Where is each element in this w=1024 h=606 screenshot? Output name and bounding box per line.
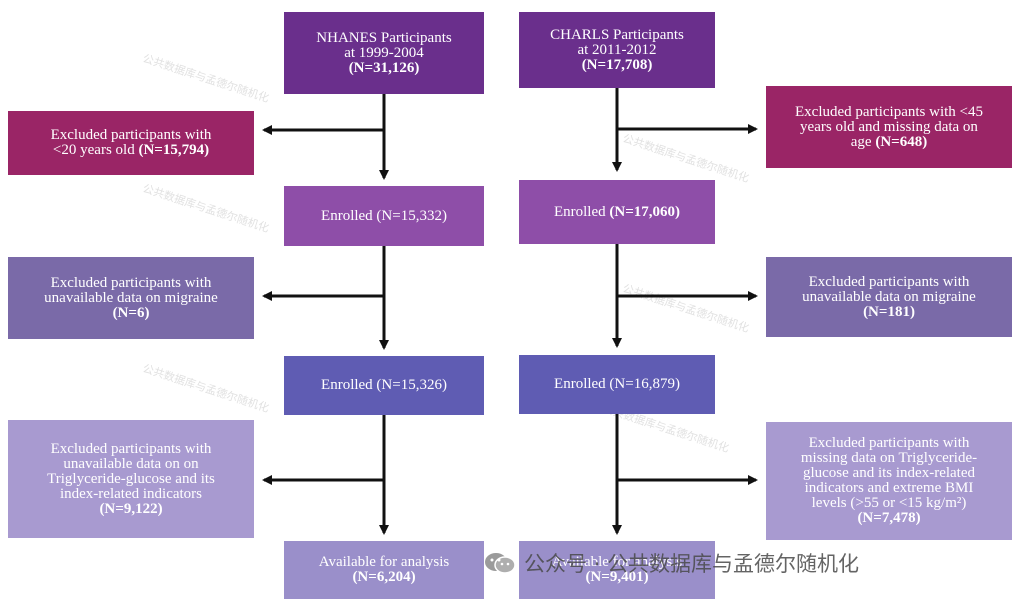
nhanes-start-count: (N=31,126) <box>348 59 420 76</box>
charls-start-count: (N=17,708) <box>581 56 653 73</box>
nhanes-excl2-line: unavailable data on migraine <box>44 289 218 306</box>
nhanes-excl3-line: Excluded participants with <box>50 440 212 457</box>
charls-excl1-line: years old and missing data on <box>800 118 978 135</box>
nhanes-excl1-line: Excluded participants with <box>50 127 212 143</box>
charls-excl3-line: levels (>55 or <15 kg/m²) <box>811 495 967 511</box>
charls-excl3-line: Excluded participants with <box>808 435 970 451</box>
charls-start-line: at 2011-2012 <box>577 41 657 58</box>
nhanes-enrolled1-label: Enrolled (N=15,332) <box>321 207 447 224</box>
nhanes-excl2-count: (N=6) <box>112 304 150 321</box>
nhanes-enrolled2-box: Enrolled (N=15,326) <box>284 356 484 415</box>
charls-enrolled2-box: Enrolled (N=16,879) <box>519 355 715 414</box>
charls-final-box: Available for analysis (N=9,401) <box>519 541 715 599</box>
nhanes-excl3-count: (N=9,122) <box>99 500 163 517</box>
charls-start-box: CHARLS Participants at 2011-2012 (N=17,7… <box>519 12 715 88</box>
charls-excl1-count: (N=648) <box>875 133 928 150</box>
charls-enrolled1-box: Enrolled (N=17,060) <box>519 180 715 244</box>
nhanes-excl1-count: (N=15,794) <box>138 142 210 158</box>
charls-enrolled1-label: Enrolled <box>553 203 610 220</box>
charls-final-line: Available for analysis <box>551 554 683 570</box>
nhanes-excl2-box: Excluded participants with unavailable d… <box>8 257 254 339</box>
charls-excl2-box: Excluded participants with unavailable d… <box>766 257 1012 337</box>
charls-excl1-line: Excluded participants with <45 <box>795 103 983 120</box>
nhanes-excl3-line: unavailable data on on <box>63 455 199 472</box>
nhanes-excl2-line: Excluded participants with <box>50 274 212 291</box>
nhanes-enrolled2-label: Enrolled (N=15,326) <box>321 377 447 393</box>
brand-text: 公众号 · 公共数据库与孟德尔随机化 <box>524 552 860 576</box>
charls-enrolled1-count: (N=17,060) <box>609 203 681 220</box>
brand-watermark: 公众号 · 公共数据库与孟德尔随机化 <box>484 548 859 578</box>
charls-excl2-count: (N=181) <box>863 303 915 320</box>
charls-start-line: CHARLS Participants <box>550 26 684 43</box>
nhanes-excl3-line: index-related indicators <box>59 485 203 502</box>
nhanes-excl3-box: Excluded participants with unavailable d… <box>8 420 254 538</box>
charls-excl3-line: indicators and extreme BMI <box>804 480 974 496</box>
charls-excl2-line: Excluded participants with <box>808 273 970 290</box>
charls-excl2-line: unavailable data on migraine <box>802 288 976 305</box>
nhanes-final-box: Available for analysis (N=6,204) <box>284 541 484 599</box>
nhanes-start-box: NHANES Participants at 1999-2004 (N=31,1… <box>284 12 484 94</box>
nhanes-excl1-line: <20 years old <box>52 142 139 158</box>
nhanes-final-line: Available for analysis <box>318 554 450 570</box>
nhanes-final-count: (N=6,204) <box>352 569 416 585</box>
nhanes-excl1-box: Excluded participants with <20 years old… <box>8 111 254 175</box>
charls-excl1-line: age <box>850 133 876 150</box>
charls-final-count: (N=9,401) <box>585 569 649 585</box>
charls-excl3-line: missing data on Triglyceride- <box>800 450 978 466</box>
nhanes-start-line: at 1999-2004 <box>344 44 424 61</box>
nhanes-enrolled1-box: Enrolled (N=15,332) <box>284 186 484 246</box>
nhanes-excl3-line: Triglyceride-glucose and its <box>47 470 215 487</box>
charls-excl3-count: (N=7,478) <box>857 510 921 526</box>
wechat-icon <box>484 552 516 574</box>
charls-excl3-box: Excluded participants with missing data … <box>766 422 1012 540</box>
charls-excl1-box: Excluded participants with <45 years old… <box>766 86 1012 168</box>
nhanes-start-line: NHANES Participants <box>316 29 452 46</box>
charls-enrolled2-label: Enrolled (N=16,879) <box>554 376 680 392</box>
charls-excl3-line: glucose and its index-related <box>802 465 976 481</box>
